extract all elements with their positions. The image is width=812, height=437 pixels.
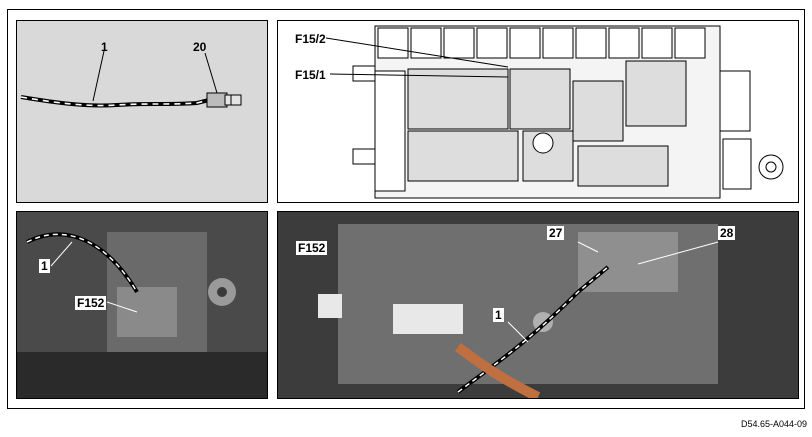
fuse-slot — [410, 27, 442, 59]
callout-wire-1: 1 — [101, 40, 108, 54]
fuse-slot — [542, 27, 574, 59]
callout-fuse-f15-2: F15/2 — [295, 32, 326, 46]
callout-pin-28: 28 — [718, 226, 736, 240]
fuse-box-diagram-panel: F15/2 F15/1 — [277, 20, 799, 203]
figure-reference-code: D54.65-A044-09 — [741, 419, 808, 429]
module-closeup-photo-panel: F152 27 28 1 — [277, 211, 799, 399]
callout-fuse-f15-1: F15/1 — [295, 68, 326, 82]
module-closeup-image — [278, 212, 798, 398]
fuse-slot — [608, 27, 640, 59]
footwell-photo-image — [17, 212, 267, 398]
fuse-slot — [641, 27, 673, 59]
callout-wire-1: 1 — [39, 259, 50, 273]
fuse-box-drawing — [325, 25, 784, 199]
fuse-slot — [377, 27, 409, 59]
callout-module-f152: F152 — [296, 241, 328, 255]
fuse-slot — [443, 27, 475, 59]
footwell-photo-panel: 1 F152 — [16, 211, 268, 399]
callout-module-f152: F152 — [75, 296, 107, 310]
fuse-slot — [476, 27, 508, 59]
callout-connector-20: 20 — [193, 40, 207, 54]
callout-pin-27: 27 — [547, 226, 565, 240]
fuse-slot — [575, 27, 607, 59]
wire-illustration — [20, 50, 242, 108]
fuse-slot — [674, 27, 706, 59]
callout-wire-1: 1 — [493, 308, 504, 322]
fuse-slot — [509, 27, 541, 59]
wiring-detail-panel: 1 20 — [16, 20, 268, 203]
